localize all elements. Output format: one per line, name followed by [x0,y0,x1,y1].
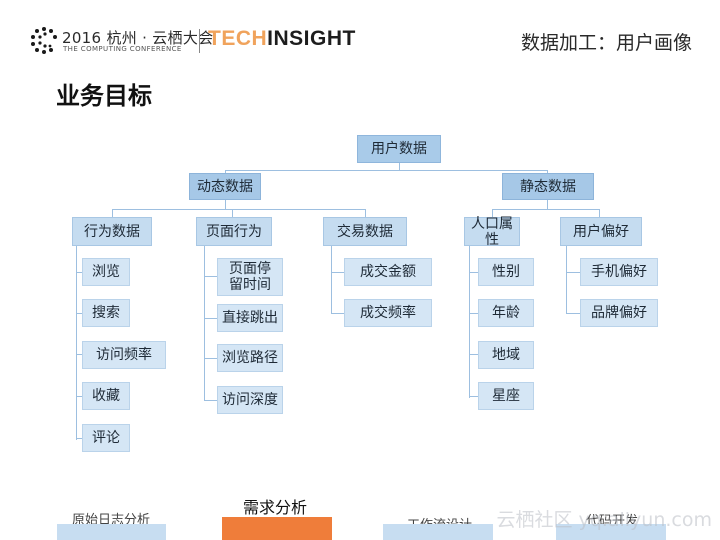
workflow-bar-requirement-analysis [222,517,332,540]
leaf-visit-frequency: 访问频率 [82,341,166,369]
leaf-transaction-frequency: 成交频率 [344,299,432,327]
conference-subtitle: THE COMPUTING CONFERENCE [63,45,182,53]
leaf-transaction-amount: 成交金额 [344,258,432,286]
conference-logo-icon [31,27,57,54]
leaf-browse: 浏览 [82,258,130,286]
node-static-data: 静态数据 [502,173,594,200]
leaf-bounce: 直接跳出 [217,304,283,332]
workflow-step-requirement-analysis[interactable]: 需求分析 [243,498,308,517]
leaf-brand-preference: 品牌偏好 [580,299,658,327]
leaf-visit-depth: 访问深度 [217,386,283,414]
leaf-phone-preference: 手机偏好 [580,258,658,286]
watermark: 云栖社区 yq.aliyun.com [496,509,712,531]
leaf-page-dwell-time: 页面停留时间 [217,258,283,296]
leaf-region: 地域 [478,341,534,369]
page-title: 业务目标 [56,82,152,110]
leaf-search: 搜索 [82,299,130,327]
leaf-gender: 性别 [478,258,534,286]
workflow-bar-log-analysis [57,524,166,540]
leaf-comment: 评论 [82,424,130,452]
leaf-age: 年龄 [478,299,534,327]
node-transaction-data: 交易数据 [323,217,407,246]
workflow-bar-code-development [556,524,666,540]
brand-logo: TECHINSIGHT [208,27,356,50]
slide-topic: 数据加工：用户画像 [520,32,692,54]
node-behavior-data: 行为数据 [72,217,152,246]
header-divider [199,29,200,53]
node-user-preference: 用户偏好 [560,217,642,246]
conference-name: 2016 杭州 · 云栖大会 [62,29,214,47]
leaf-favorite: 收藏 [82,382,130,410]
node-page-behavior: 页面行为 [196,217,272,246]
leaf-browse-path: 浏览路径 [217,344,283,372]
node-dynamic-data: 动态数据 [189,173,261,200]
node-demographics: 人口属性 [464,216,520,248]
node-root-user-data: 用户数据 [357,135,441,163]
workflow-bar-workflow-design [383,524,493,540]
leaf-zodiac: 星座 [478,382,534,410]
